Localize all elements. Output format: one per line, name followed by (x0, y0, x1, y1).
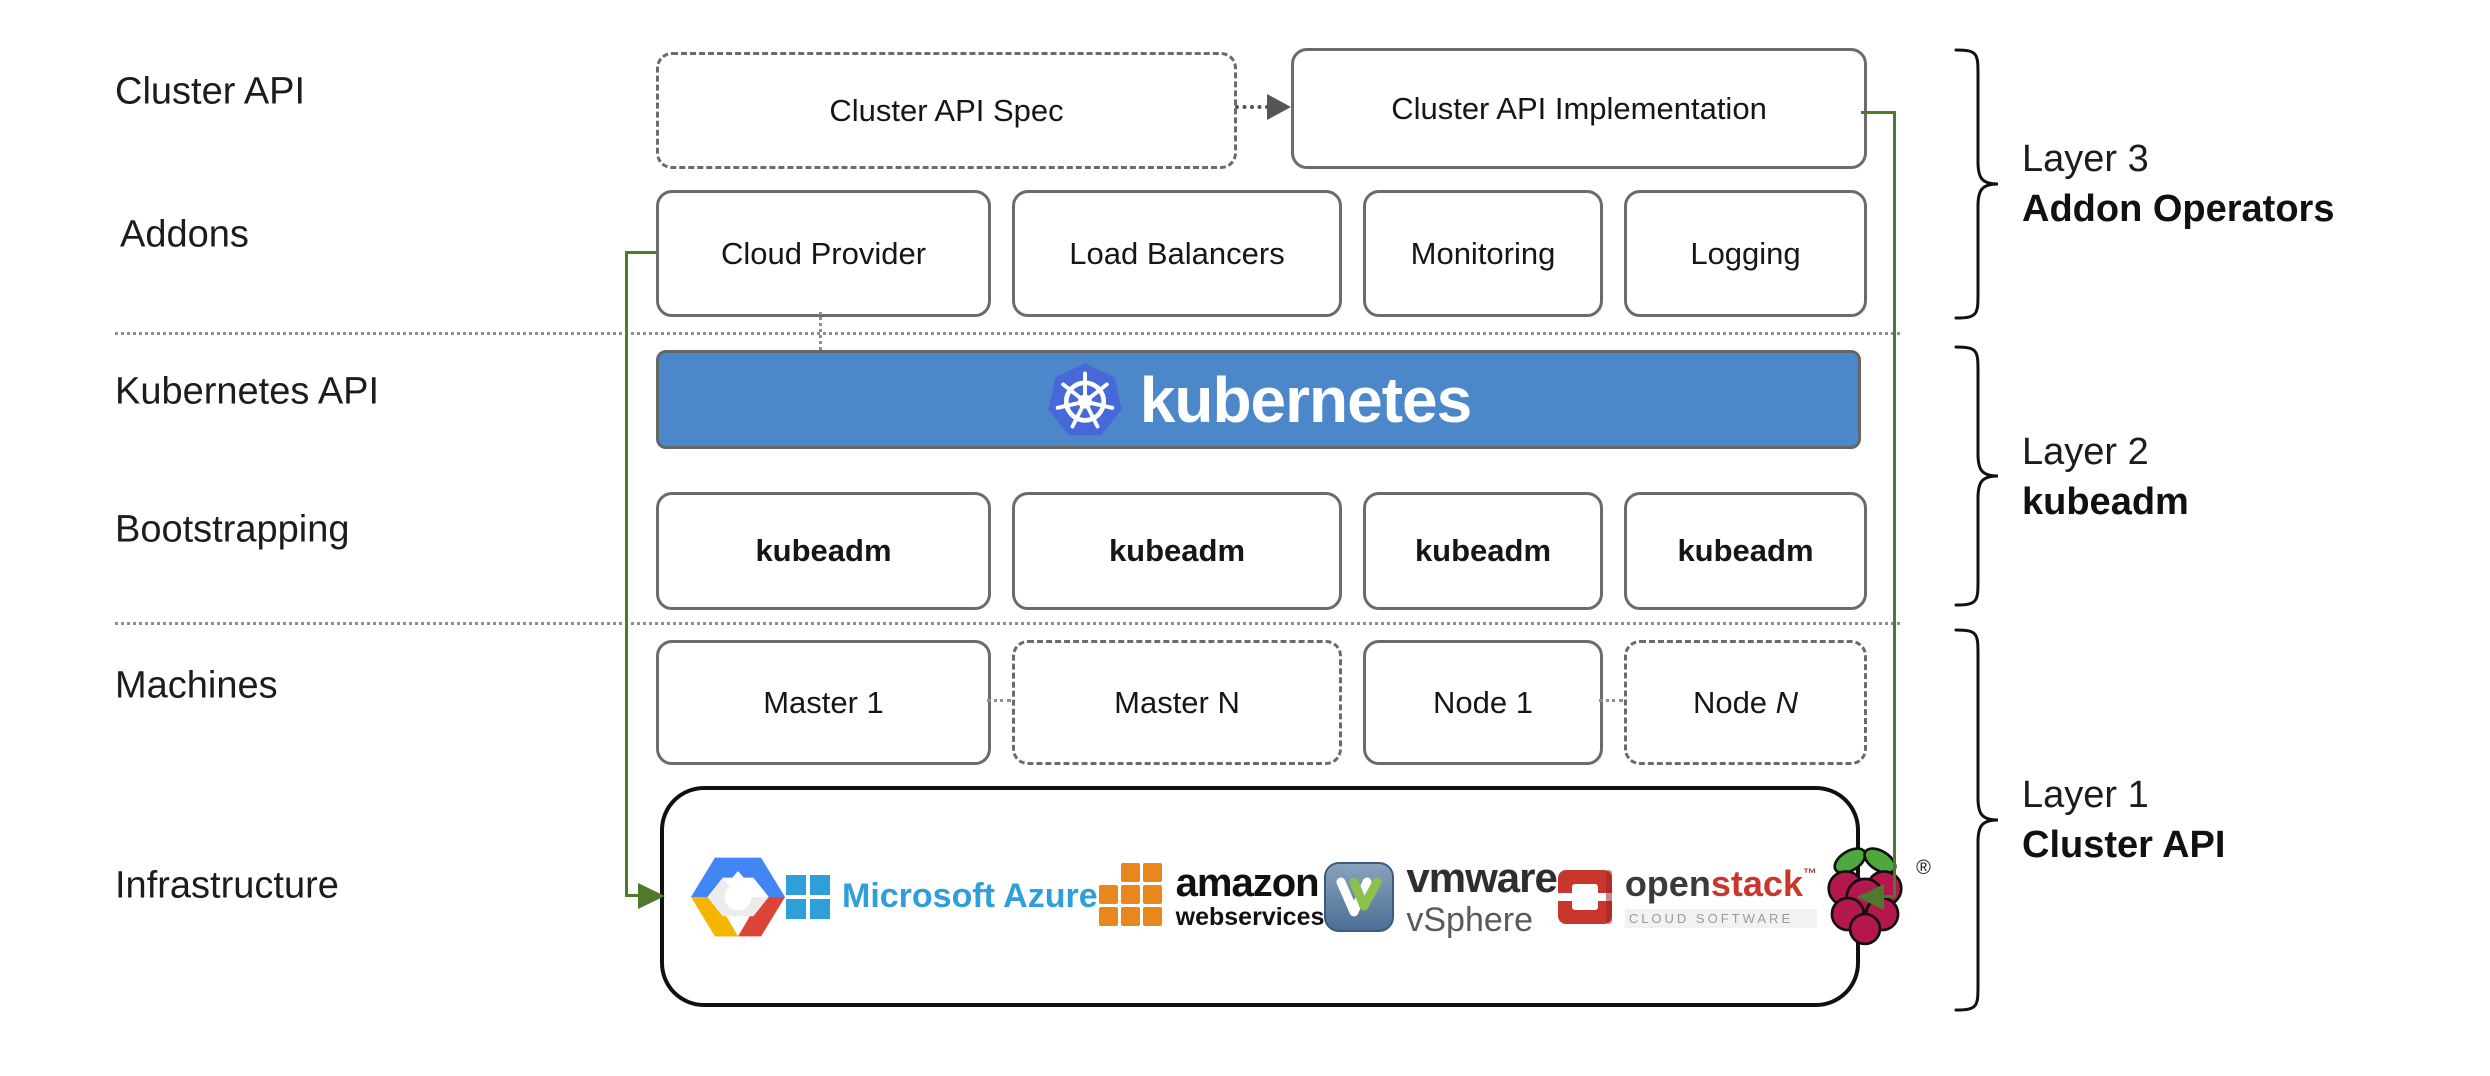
amazon-web-services-logo: amazon webservices (1098, 861, 1325, 932)
box-kubeadm-2-label: kubeadm (1108, 533, 1246, 568)
connector-right-vertical-segment (1893, 111, 1896, 897)
row-label-addons: Addons (120, 213, 249, 256)
box-cluster-api-spec-label: Cluster API Spec (829, 92, 1064, 128)
row-label-cluster-api: Cluster API (115, 70, 306, 113)
openstack-logo-text: openstack™ CLOUD SOFTWARE (1624, 862, 1817, 928)
connector-left-vertical-segment (625, 251, 628, 896)
box-node-n-label: Node N (1692, 684, 1799, 720)
row-label-infrastructure: Infrastructure (115, 864, 339, 907)
box-monitoring-label: Monitoring (1410, 235, 1556, 271)
connector-left-top-segment (625, 251, 656, 254)
connector-left-bottom-segment (625, 894, 645, 897)
microsoft-azure-logo: Microsoft Azure (786, 874, 1098, 919)
box-kubeadm-4: kubeadm (1624, 492, 1867, 610)
box-cluster-api-implementation-label: Cluster API Implementation (1391, 90, 1767, 126)
connector-master1-masterN (987, 699, 1011, 702)
layer-2-subtitle: kubeadm (2022, 481, 2189, 523)
box-node-1-label: Node 1 (1433, 684, 1533, 720)
layer-1-label: Layer 1 Cluster API (2022, 770, 2225, 870)
kubernetes-banner: kubernetes (656, 350, 1861, 449)
raspberry-pi-registered-mark: ® (1916, 856, 1931, 879)
box-master-1-label: Master 1 (763, 684, 884, 720)
box-node-1: Node 1 (1363, 640, 1603, 765)
separator-addons-kubernetes (115, 332, 1900, 335)
brace-layer-3 (1954, 48, 1999, 320)
box-monitoring: Monitoring (1363, 190, 1603, 317)
kubernetes-logo-icon (1048, 362, 1122, 435)
openstack-logo-icon (1556, 869, 1613, 924)
brace-layer-1 (1954, 628, 1999, 1012)
microsoft-azure-logo-icon (786, 874, 830, 919)
layer-2-title: Layer 2 (2022, 431, 2149, 473)
layer-1-subtitle: Cluster API (2022, 824, 2226, 866)
vmware-logo-icon (1324, 861, 1395, 932)
connector-cloud-provider-kubernetes (819, 312, 822, 350)
box-kubeadm-3: kubeadm (1363, 492, 1603, 610)
row-label-machines: Machines (115, 664, 278, 707)
layer-3-title: Layer 3 (2022, 138, 2149, 180)
box-kubeadm-4-label: kubeadm (1677, 533, 1814, 568)
kubernetes-banner-label: kubernetes (1139, 363, 1472, 436)
vmware-vsphere-logo: vmware vSphere (1324, 853, 1558, 939)
aws-logo-icon (1098, 862, 1162, 926)
openstack-logo: openstack™ CLOUD SOFTWARE (1556, 862, 1817, 928)
box-load-balancers-label: Load Balancers (1069, 235, 1285, 271)
box-master-n: Master N (1012, 640, 1342, 765)
separator-bootstrapping-machines (115, 622, 1900, 625)
layer-1-title: Layer 1 (2022, 774, 2149, 816)
box-kubeadm-1: kubeadm (656, 492, 991, 610)
box-cluster-api-spec: Cluster API Spec (656, 52, 1237, 169)
box-load-balancers: Load Balancers (1012, 190, 1342, 317)
layer-3-subtitle: Addon Operators (2022, 188, 2335, 230)
connector-right-top-segment (1861, 111, 1896, 114)
connector-right-bottom-segment (1878, 895, 1896, 898)
box-node-n: Node N (1624, 640, 1867, 765)
row-label-kubernetes-api: Kubernetes API (115, 370, 380, 413)
box-kubeadm-3-label: kubeadm (1414, 533, 1552, 568)
connector-right-arrowhead-icon (1857, 884, 1884, 910)
layer-3-label: Layer 3 Addon Operators (2022, 134, 2334, 234)
google-cloud-logo (690, 853, 786, 941)
box-master-1: Master 1 (656, 640, 991, 765)
box-cluster-api-implementation: Cluster API Implementation (1291, 48, 1867, 169)
box-master-n-label: Master N (1114, 684, 1240, 720)
box-logging-label: Logging (1690, 235, 1801, 271)
brace-layer-2 (1954, 345, 1999, 607)
vmware-logo-text: vmware vSphere (1406, 853, 1557, 939)
layer-2-label: Layer 2 kubeadm (2022, 427, 2189, 527)
box-kubeadm-1-label: kubeadm (755, 533, 892, 568)
row-label-bootstrapping: Bootstrapping (115, 508, 350, 551)
spec-to-implementation-arrowhead-icon (1267, 94, 1291, 120)
infrastructure-box (660, 786, 1860, 1007)
box-logging: Logging (1624, 190, 1867, 317)
connector-node1-nodeN (1599, 699, 1623, 702)
box-cloud-provider-label: Cloud Provider (720, 235, 927, 271)
google-cloud-logo-icon (690, 857, 786, 936)
spec-to-implementation-dotted-line (1235, 105, 1269, 109)
box-cloud-provider: Cloud Provider (656, 190, 991, 317)
connector-left-arrowhead-icon (638, 883, 665, 909)
box-kubeadm-2: kubeadm (1012, 492, 1342, 610)
infrastructure-logos-row: Microsoft Azure amazon webservices (690, 786, 1931, 1007)
aws-logo-text: amazon webservices (1175, 861, 1325, 931)
microsoft-azure-logo-text: Microsoft Azure (842, 877, 1098, 915)
